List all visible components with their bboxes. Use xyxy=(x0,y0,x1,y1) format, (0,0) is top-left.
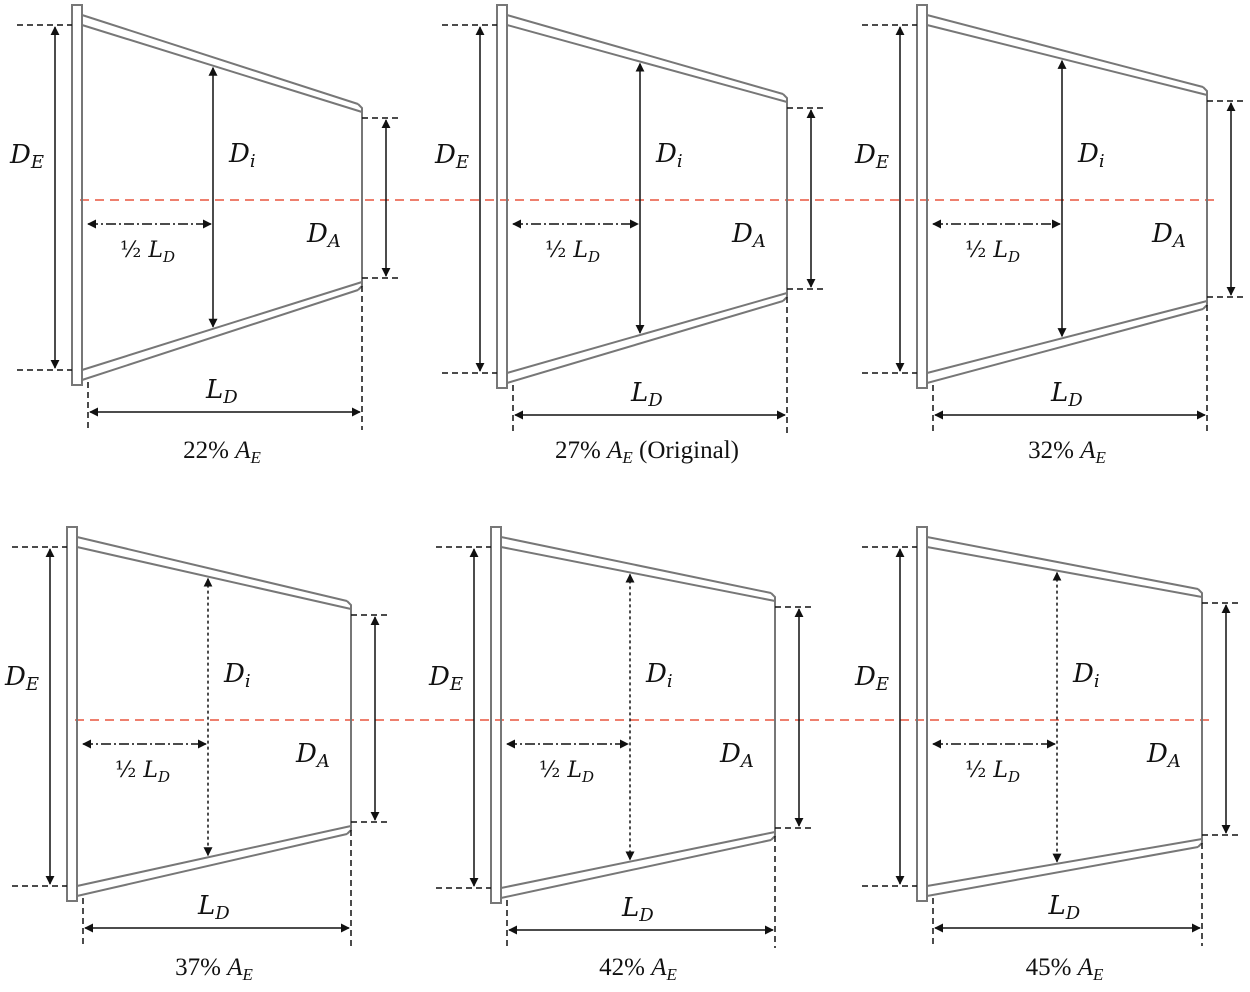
lower-wall-outer xyxy=(926,308,1204,384)
exit-diameter-label: DA xyxy=(719,739,754,772)
entrance-diameter-label: DE xyxy=(428,662,463,695)
exit-diameter-label: DA xyxy=(306,219,341,252)
upper-wall-outer xyxy=(926,14,1204,88)
upper-wall-outer xyxy=(506,14,784,95)
lower-wall-inner xyxy=(76,825,352,887)
exit-diameter-label: DA xyxy=(295,739,330,772)
panel-caption: 42% AE xyxy=(599,954,677,984)
half-length-label: ½ LD xyxy=(965,238,1020,266)
lower-wall-inner xyxy=(926,838,1203,887)
diffuser-panel: DE DA Di ½ LD LD 32% AE xyxy=(854,4,1245,467)
lower-wall-outer xyxy=(500,839,772,899)
inner-diameter-label: Di xyxy=(223,659,251,692)
lower-wall-inner xyxy=(81,281,363,371)
length-label: LD xyxy=(197,891,230,924)
entrance-flange xyxy=(496,4,508,389)
exit-diameter-label: DA xyxy=(731,219,766,252)
upper-wall-inner xyxy=(81,24,363,113)
upper-wall-outer xyxy=(81,14,359,105)
upper-wall-outer xyxy=(500,536,772,594)
half-length-label: ½ LD xyxy=(539,758,594,786)
inner-diameter-label: Di xyxy=(1077,139,1105,172)
lower-wall-inner xyxy=(500,831,776,889)
half-length-label: ½ LD xyxy=(115,758,170,786)
diffuser-panel: DE DA Di ½ LD LD 45% AE xyxy=(854,526,1240,984)
lower-wall-inner xyxy=(926,300,1208,374)
inner-diameter-label: Di xyxy=(645,659,673,692)
entrance-flange xyxy=(916,526,928,902)
panel-caption: 32% AE xyxy=(1028,437,1106,467)
entrance-diameter-label: DE xyxy=(854,662,889,695)
upper-wall-outer xyxy=(926,536,1199,590)
panel-caption: 22% AE xyxy=(183,437,261,467)
entrance-diameter-label: DE xyxy=(434,140,469,173)
entrance-flange xyxy=(916,4,928,389)
length-label: LD xyxy=(1050,378,1083,411)
upper-wall-inner xyxy=(500,546,776,602)
length-label: LD xyxy=(621,893,654,926)
half-length-label: ½ LD xyxy=(120,238,175,266)
inner-diameter-label: Di xyxy=(655,139,683,172)
length-label: LD xyxy=(205,375,238,408)
inner-diameter-label: Di xyxy=(1072,659,1100,692)
inner-diameter-label: Di xyxy=(228,139,256,172)
entrance-diameter-label: DE xyxy=(854,140,889,173)
entrance-diameter-label: DE xyxy=(4,662,39,695)
length-label: LD xyxy=(1048,891,1081,924)
lower-wall-inner xyxy=(506,292,788,374)
upper-wall-inner xyxy=(926,546,1203,598)
exit-diameter-label: DA xyxy=(1146,739,1181,772)
lower-wall-outer xyxy=(506,300,784,384)
upper-wall-inner xyxy=(506,24,788,103)
entrance-diameter-label: DE xyxy=(9,140,44,173)
diffuser-panel: DE DA Di ½ LD LD 27% AE (Original) xyxy=(434,4,825,467)
exit-diameter-label: DA xyxy=(1151,219,1186,252)
diffuser-panel: DE DA Di ½ LD LD 42% AE xyxy=(428,526,813,984)
upper-wall-inner xyxy=(926,24,1208,96)
upper-wall-inner xyxy=(76,546,352,610)
length-label: LD xyxy=(630,378,663,411)
upper-wall-outer xyxy=(76,536,348,602)
entrance-flange xyxy=(490,526,502,904)
lower-wall-outer xyxy=(926,846,1199,897)
diffuser-panel: DE DA Di ½ LD LD 37% AE xyxy=(4,526,389,984)
panel-caption: 37% AE xyxy=(175,954,253,984)
half-length-label: ½ LD xyxy=(545,238,600,266)
entrance-flange xyxy=(66,526,78,902)
half-length-label: ½ LD xyxy=(965,758,1020,786)
lower-wall-outer xyxy=(76,833,348,897)
entrance-flange xyxy=(71,4,83,386)
panel-caption: 45% AE xyxy=(1026,954,1104,984)
diffuser-panel: DE DA Di ½ LD LD 22% AE xyxy=(9,4,400,467)
panel-caption: 27% AE (Original) xyxy=(555,437,739,467)
lower-wall-outer xyxy=(81,289,359,381)
